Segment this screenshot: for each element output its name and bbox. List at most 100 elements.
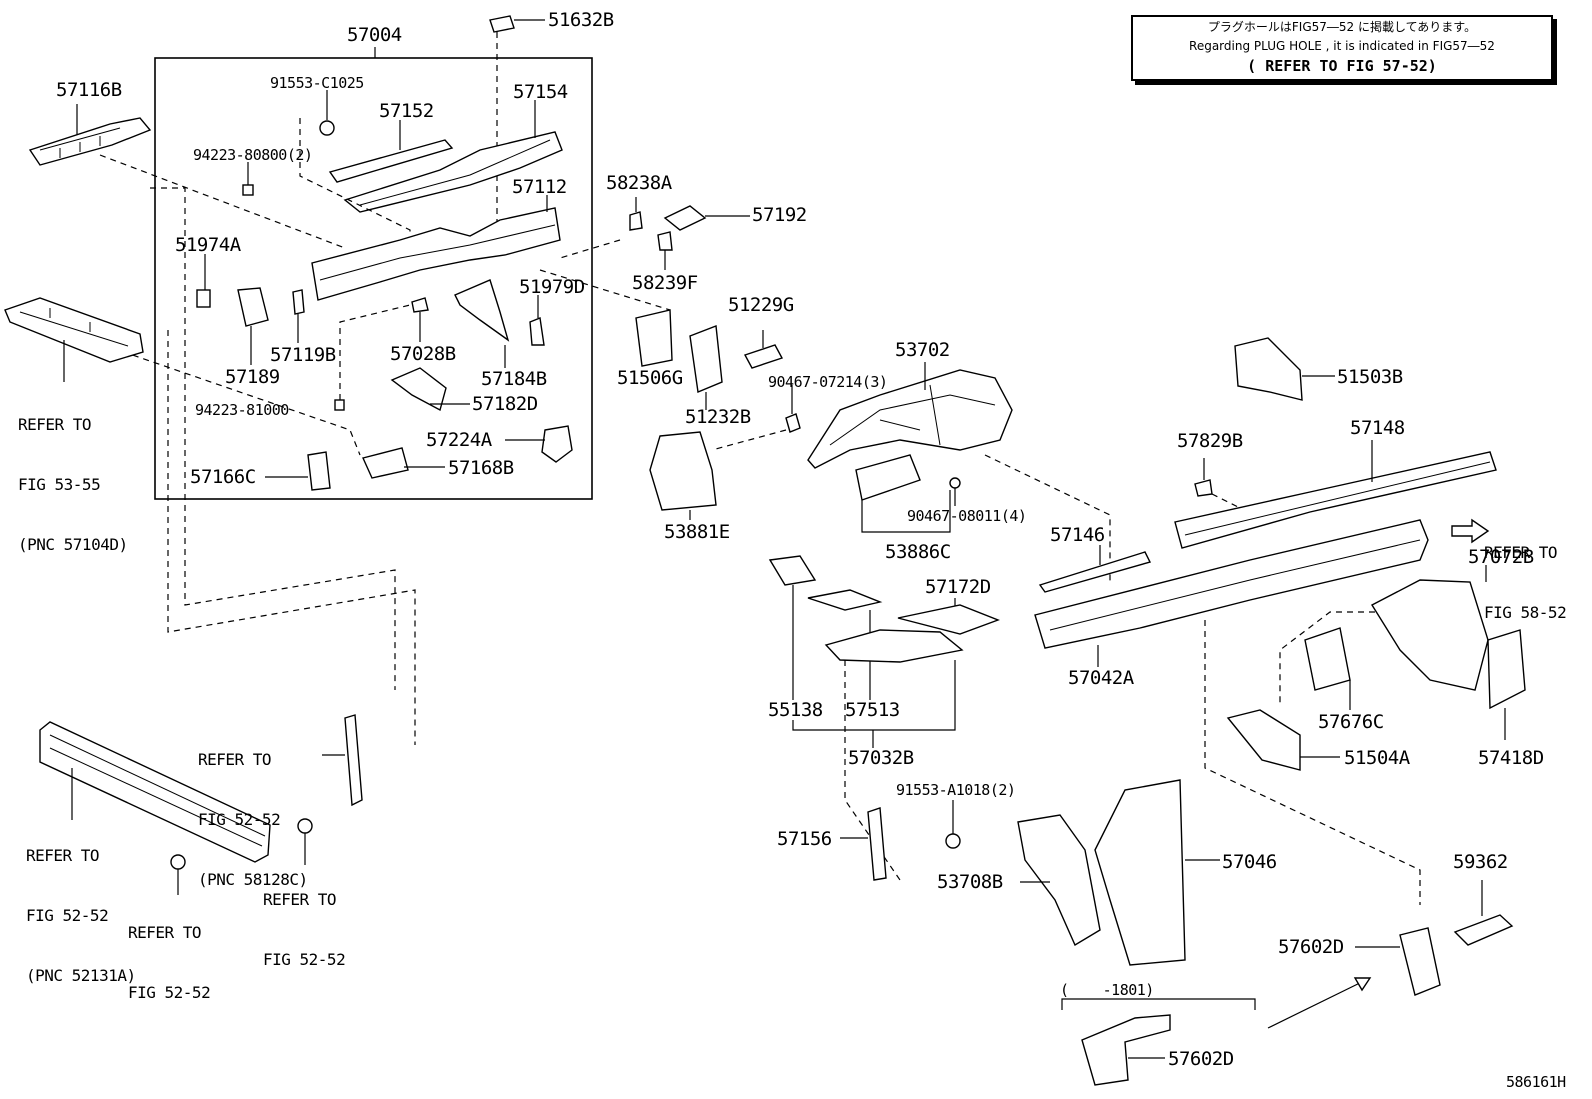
label-57676c[interactable]: 57676C bbox=[1318, 711, 1384, 733]
note-japanese: プラグホールはFIG57―52 に掲載してあります。 bbox=[1207, 20, 1477, 34]
label-57166c[interactable]: 57166C bbox=[190, 466, 256, 488]
refer-fig-58-52[interactable]: REFER TO FIG 58-52 bbox=[1484, 503, 1567, 663]
label-57119b[interactable]: 57119B bbox=[270, 344, 336, 366]
refer-58-52-line-1: REFER TO bbox=[1484, 543, 1558, 562]
note-refer: ( REFER TO FIG 57-52) bbox=[1247, 57, 1437, 75]
label-90467-07214[interactable]: 90467-07214(3) bbox=[768, 373, 888, 391]
refer-58128c-line-2: FIG 52-52 bbox=[198, 810, 281, 829]
label-57182d[interactable]: 57182D bbox=[472, 393, 538, 415]
part-51232b bbox=[689, 325, 723, 410]
label-51504a[interactable]: 51504A bbox=[1344, 747, 1410, 769]
bumper-bolt-right bbox=[297, 818, 313, 865]
part-57602d-lower bbox=[1081, 1014, 1171, 1086]
part-58239f bbox=[657, 231, 673, 270]
refer-52-52-bottom-line-1: REFER TO bbox=[128, 923, 202, 942]
refer-58128c-line-1: REFER TO bbox=[198, 750, 272, 769]
label-57172d[interactable]: 57172D bbox=[925, 576, 991, 598]
part-55138 bbox=[768, 555, 817, 700]
refer-fig-52-52-58128c[interactable]: REFER TO FIG 52-52 (PNC 58128C) bbox=[198, 710, 308, 930]
part-57072b bbox=[1371, 565, 1489, 691]
label-57168b[interactable]: 57168B bbox=[448, 457, 514, 479]
label-51979d[interactable]: 51979D bbox=[519, 276, 585, 298]
part-94223-80800 bbox=[242, 162, 254, 196]
refer-fig-53-55-line-1: REFER TO bbox=[18, 415, 92, 434]
label-57148[interactable]: 57148 bbox=[1350, 417, 1405, 439]
part-57046 bbox=[1094, 779, 1220, 966]
radiator-support bbox=[4, 297, 144, 382]
label-57418d[interactable]: 57418D bbox=[1478, 747, 1544, 769]
label-57072b[interactable]: 57072B bbox=[1468, 546, 1534, 568]
part-53881e bbox=[649, 431, 717, 520]
label-57146[interactable]: 57146 bbox=[1050, 524, 1105, 546]
label-51229g[interactable]: 51229G bbox=[728, 294, 794, 316]
label-51503b[interactable]: 51503B bbox=[1337, 366, 1403, 388]
label-51974a[interactable]: 51974A bbox=[175, 234, 241, 256]
refer-fig-52-52-right[interactable]: REFER TO FIG 52-52 bbox=[263, 850, 346, 1010]
part-57829b bbox=[1194, 458, 1241, 509]
refer-fig-53-55-line-2: FIG 53-55 bbox=[18, 475, 101, 494]
label-57156[interactable]: 57156 bbox=[777, 828, 832, 850]
part-57112 bbox=[311, 195, 561, 301]
part-91553-a1018 bbox=[945, 800, 961, 849]
part-58238a bbox=[629, 197, 643, 231]
label-53886c[interactable]: 53886C bbox=[885, 541, 951, 563]
label-57602d-lower[interactable]: 57602D bbox=[1168, 1048, 1234, 1070]
part-57602d-right bbox=[1355, 927, 1441, 996]
label-94223-80800[interactable]: 94223-80800(2) bbox=[193, 146, 313, 164]
label-53702[interactable]: 53702 bbox=[895, 339, 950, 361]
refer-52-52-right-line-2: FIG 52-52 bbox=[263, 950, 346, 969]
part-59362 bbox=[1453, 880, 1514, 946]
label-57004[interactable]: 57004 bbox=[347, 24, 402, 46]
refer-fig-52-52-bottom[interactable]: REFER TO FIG 52-52 bbox=[128, 883, 211, 1043]
label-57224a[interactable]: 57224A bbox=[426, 429, 492, 451]
label-58239f[interactable]: 58239F bbox=[632, 272, 698, 294]
part-57148 bbox=[1174, 440, 1497, 549]
refer-52-52-bottom-line-2: FIG 52-52 bbox=[128, 983, 211, 1002]
label-51506g[interactable]: 51506G bbox=[617, 367, 683, 389]
part-51974a bbox=[196, 254, 211, 308]
part-57168b bbox=[362, 447, 445, 479]
label-94223-81000[interactable]: 94223-81000 bbox=[195, 401, 289, 419]
label-91553-a1018[interactable]: 91553-A1018(2) bbox=[896, 781, 1016, 799]
label-90467-08011[interactable]: 90467-08011(4) bbox=[907, 507, 1027, 525]
label-57189[interactable]: 57189 bbox=[225, 366, 280, 388]
label-91553-c1025[interactable]: 91553-C1025 bbox=[270, 74, 364, 92]
refer-58128c-line-3: (PNC 58128C) bbox=[198, 870, 308, 889]
bumper-reinforcement bbox=[39, 721, 271, 863]
label-57028b[interactable]: 57028B bbox=[390, 343, 456, 365]
part-57182d bbox=[390, 367, 470, 412]
label-57116b[interactable]: 57116B bbox=[56, 79, 122, 101]
label-55138[interactable]: 55138 bbox=[768, 699, 823, 721]
refer-52-52-right-line-1: REFER TO bbox=[263, 890, 337, 909]
label-57046[interactable]: 57046 bbox=[1222, 851, 1277, 873]
label-53881e[interactable]: 53881E bbox=[664, 521, 730, 543]
label-59362[interactable]: 59362 bbox=[1453, 851, 1508, 873]
label-57184b[interactable]: 57184B bbox=[481, 368, 547, 390]
figure-id: 586161H bbox=[1506, 1073, 1566, 1091]
note-english: Regarding PLUG HOLE , it is indicated in… bbox=[1189, 39, 1495, 53]
refer-fig-53-55[interactable]: REFER TO FIG 53-55 (PNC 57104D) bbox=[18, 375, 128, 595]
refer-52131a-line-1: REFER TO bbox=[26, 846, 100, 865]
label-57192[interactable]: 57192 bbox=[752, 204, 807, 226]
label-53708b[interactable]: 53708B bbox=[937, 871, 1003, 893]
label-57154[interactable]: 57154 bbox=[513, 81, 568, 103]
bracket-58128c bbox=[322, 714, 363, 807]
label-57152[interactable]: 57152 bbox=[379, 100, 434, 122]
label-57042a[interactable]: 57042A bbox=[1068, 667, 1134, 689]
part-57116b bbox=[28, 104, 152, 166]
label-51632b[interactable]: 51632B bbox=[548, 9, 614, 31]
label-58238a[interactable]: 58238A bbox=[606, 172, 672, 194]
refer-fig-52-52-52131a[interactable]: REFER TO FIG 52-52 (PNC 52131A) bbox=[26, 806, 136, 1026]
part-90467-07214 bbox=[711, 385, 801, 451]
label-57829b[interactable]: 57829B bbox=[1177, 430, 1243, 452]
label-57112[interactable]: 57112 bbox=[512, 176, 567, 198]
label-51232b[interactable]: 51232B bbox=[685, 406, 751, 428]
part-57146 bbox=[1038, 545, 1152, 593]
part-51979d bbox=[529, 295, 545, 346]
label-57032b[interactable]: 57032B bbox=[848, 747, 914, 769]
part-51506g bbox=[539, 269, 673, 367]
part-57032b-bracket bbox=[792, 629, 964, 748]
label-57513[interactable]: 57513 bbox=[845, 699, 900, 721]
label-57602d-right[interactable]: 57602D bbox=[1278, 936, 1344, 958]
